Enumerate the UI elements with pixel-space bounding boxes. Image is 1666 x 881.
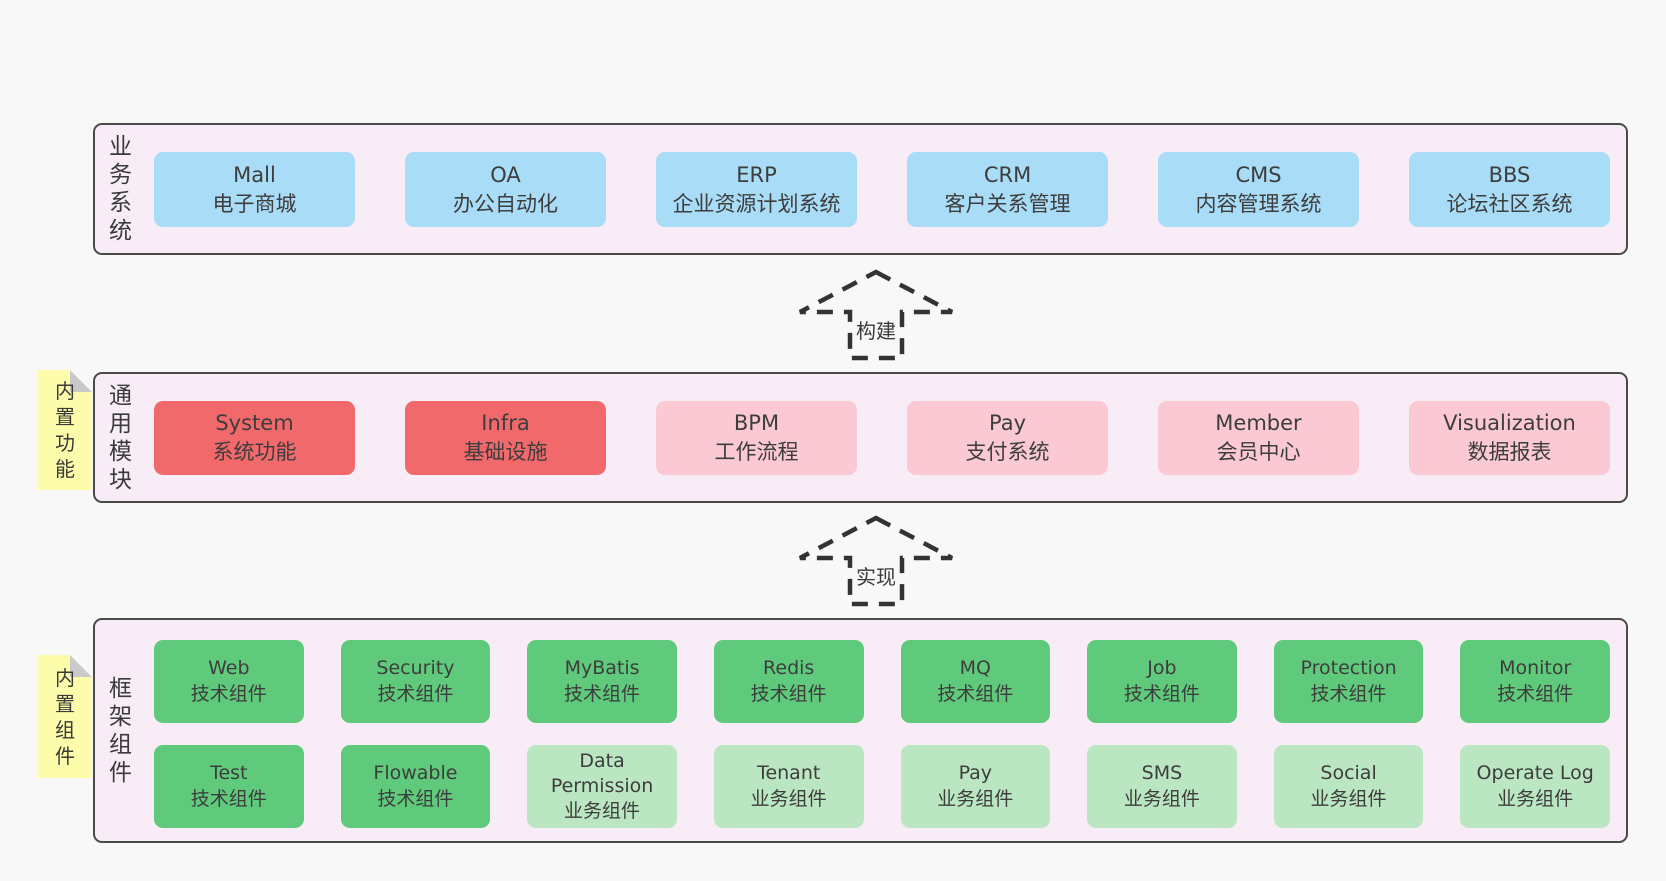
box-mybatis: MyBatis 技术组件 — [527, 640, 677, 723]
box-row: Test 技术组件 Flowable 技术组件 Data Permission … — [154, 745, 1610, 828]
sticky-note-builtin-features: 内置功能 — [38, 370, 92, 490]
box-test: Test 技术组件 — [154, 745, 304, 828]
box-row: System 系统功能 Infra 基础设施 BPM 工作流程 Pay 支付系统… — [154, 401, 1610, 475]
box-security: Security 技术组件 — [340, 640, 491, 723]
box-row: Web 技术组件 Security 技术组件 MyBatis 技术组件 Redi… — [154, 640, 1610, 723]
box-web: Web 技术组件 — [154, 640, 304, 723]
band-label: 通用模块 — [109, 382, 132, 493]
box-bpm: BPM 工作流程 — [656, 401, 857, 475]
box-sms: SMS 业务组件 — [1087, 745, 1237, 828]
band-label: 框架组件 — [109, 675, 132, 786]
band-business-systems: 业务系统 Mall 电子商城 OA 办公自动化 ERP 企业资源计划系统 CRM… — [93, 123, 1628, 255]
band-framework-components: 框架组件 Web 技术组件 Security 技术组件 MyBatis 技术组件… — [93, 618, 1628, 843]
box-visualization: Visualization 数据报表 — [1409, 401, 1610, 475]
dashed-up-arrow-icon — [798, 269, 954, 361]
arrow-implement: 实现 — [793, 513, 959, 609]
sticky-note-builtin-components: 内置组件 — [38, 655, 92, 778]
box-redis: Redis 技术组件 — [713, 640, 864, 723]
box-system: System 系统功能 — [154, 401, 355, 475]
box-oa: OA 办公自动化 — [405, 152, 606, 227]
box-pay-biz: Pay 业务组件 — [900, 745, 1051, 828]
box-mall: Mall 电子商城 — [154, 152, 355, 227]
arrow-build: 构建 — [793, 267, 959, 363]
box-infra: Infra 基础设施 — [405, 401, 606, 475]
box-crm: CRM 客户关系管理 — [907, 152, 1108, 227]
box-member: Member 会员中心 — [1158, 401, 1359, 475]
box-cms: CMS 内容管理系统 — [1158, 152, 1359, 227]
arrow-label: 构建 — [853, 314, 899, 345]
box-social: Social 业务组件 — [1273, 745, 1424, 828]
box-erp: ERP 企业资源计划系统 — [656, 152, 857, 227]
box-mq: MQ 技术组件 — [900, 640, 1051, 723]
box-data-permission: Data Permission 业务组件 — [527, 745, 677, 828]
box-operate-log: Operate Log 业务组件 — [1460, 745, 1610, 828]
box-flowable: Flowable 技术组件 — [340, 745, 491, 828]
box-monitor: Monitor 技术组件 — [1460, 640, 1610, 723]
box-job: Job 技术组件 — [1087, 640, 1237, 723]
box-bbs: BBS 论坛社区系统 — [1409, 152, 1610, 227]
box-tenant: Tenant 业务组件 — [713, 745, 864, 828]
band-common-modules: 通用模块 System 系统功能 Infra 基础设施 BPM 工作流程 Pay… — [93, 372, 1628, 503]
box-row: Mall 电子商城 OA 办公自动化 ERP 企业资源计划系统 CRM 客户关系… — [154, 152, 1610, 227]
arrow-label: 实现 — [853, 560, 899, 591]
band-label: 业务系统 — [109, 133, 132, 245]
box-protection: Protection 技术组件 — [1273, 640, 1424, 723]
box-pay: Pay 支付系统 — [907, 401, 1108, 475]
dashed-up-arrow-icon — [798, 515, 954, 607]
